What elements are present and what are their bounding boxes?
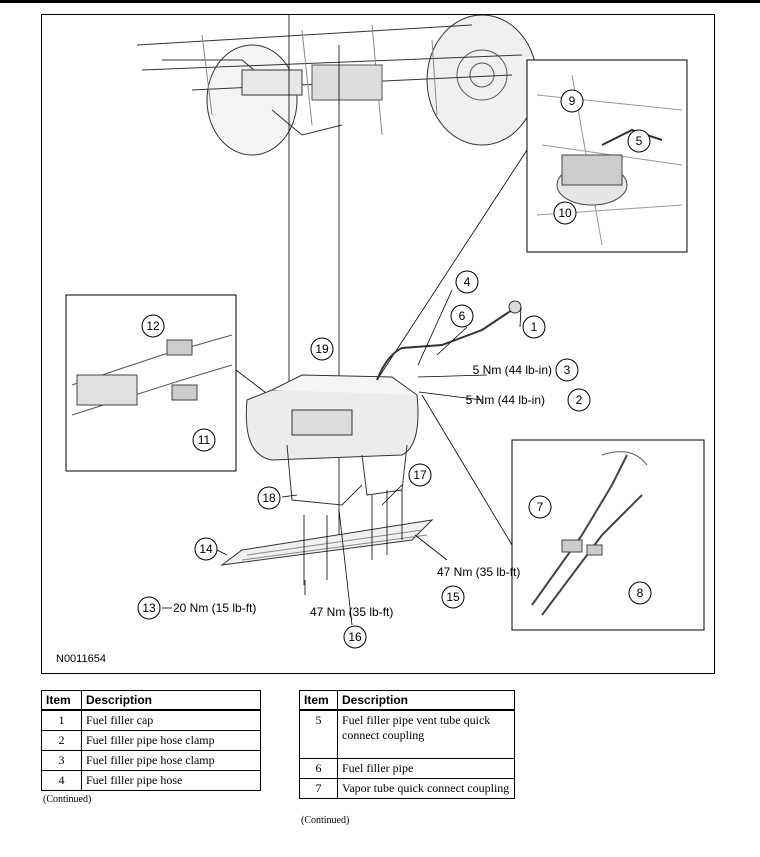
callout-5: 5	[627, 129, 651, 153]
callout-2: 2	[567, 388, 591, 412]
callout-12: 12	[141, 314, 165, 338]
callout-11: 11	[192, 428, 216, 452]
diagram-drawing: 1 2 3 4 5 6 7 8 9 10 11 12 13 14 15 16 1…	[65, 15, 705, 649]
item-description: Fuel filler pipe	[337, 757, 515, 779]
table-header-row: Item Description	[41, 690, 261, 711]
callout-18-label: 18	[262, 491, 276, 505]
callout-7-label: 7	[537, 500, 544, 514]
item-description: Fuel filler cap	[81, 709, 261, 731]
callout-10-label: 10	[558, 206, 572, 220]
callout-9-label: 9	[569, 94, 576, 108]
callout-18: 18	[257, 486, 281, 510]
column-header-item: Item	[299, 690, 338, 711]
callout-1: 1	[522, 315, 546, 339]
torque-label-15: 47 Nm (35 lb-ft)	[437, 565, 520, 579]
torque-label-16: 47 Nm (35 lb-ft)	[310, 605, 393, 619]
callout-17: 17	[408, 463, 432, 487]
table-row: 1 Fuel filler cap	[41, 709, 261, 731]
callout-14-label: 14	[199, 542, 213, 556]
table-row: 3 Fuel filler pipe hose clamp	[41, 750, 261, 771]
item-number: 4	[41, 770, 82, 791]
callout-5-label: 5	[636, 134, 643, 148]
filler-pipe-illustration	[376, 300, 522, 381]
table-row: 2 Fuel filler pipe hose clamp	[41, 730, 261, 751]
table-row: 6 Fuel filler pipe	[299, 757, 515, 779]
table-row: 5 Fuel filler pipe vent tube quick conne…	[299, 709, 515, 759]
callout-11-label: 11	[198, 433, 211, 447]
callout-19: 19	[310, 337, 334, 361]
detail-inset-vent	[526, 59, 688, 253]
item-number: 2	[41, 730, 82, 751]
item-description: Fuel filler pipe hose clamp	[81, 730, 261, 751]
fuel-tank-illustration	[245, 374, 419, 506]
item-number: 1	[41, 709, 82, 731]
fuel-tank-exploded-diagram: 1 2 3 4 5 6 7 8 9 10 11 12 13 14 15 16 1…	[41, 14, 715, 674]
callout-17-label: 17	[413, 468, 427, 482]
callout-14: 14	[194, 537, 218, 561]
callout-3-label: 3	[564, 363, 571, 377]
item-number: 3	[41, 750, 82, 771]
item-number: 6	[299, 757, 338, 779]
column-header-description: Description	[337, 690, 515, 711]
column-header-item: Item	[41, 690, 82, 711]
column-header-description: Description	[81, 690, 261, 711]
callout-15: 15	[441, 585, 465, 609]
callout-16: 16	[343, 625, 367, 649]
callout-13-label: 13	[142, 601, 156, 615]
callout-3: 3	[555, 358, 579, 382]
callout-16-label: 16	[348, 630, 362, 644]
callout-19-label: 19	[315, 342, 329, 356]
callout-1-label: 1	[531, 320, 538, 334]
table-row: 4 Fuel filler pipe hose	[41, 770, 261, 791]
table-header-row: Item Description	[299, 690, 515, 711]
callout-10: 10	[553, 201, 577, 225]
callout-6-label: 6	[459, 309, 466, 323]
callout-9: 9	[560, 89, 584, 113]
item-description: Fuel filler pipe hose clamp	[81, 750, 261, 771]
item-description: Fuel filler pipe hose	[81, 770, 261, 791]
callout-15-label: 15	[446, 590, 460, 604]
parts-table-right: Item Description 5 Fuel filler pipe vent…	[299, 690, 515, 799]
callout-12-label: 12	[146, 319, 160, 333]
continued-note-left: (Continued)	[43, 794, 92, 805]
detail-inset-vapor-tube	[511, 439, 705, 631]
callout-8-label: 8	[637, 586, 644, 600]
page-top-rule	[0, 0, 760, 3]
table-row: 7 Vapor tube quick connect coupling	[299, 777, 515, 799]
item-description: Fuel filler pipe vent tube quick connect…	[337, 709, 515, 759]
continued-note-right: (Continued)	[301, 815, 350, 826]
parts-table-left: Item Description 1 Fuel filler cap 2 Fue…	[41, 690, 261, 791]
figure-id: N0011654	[56, 653, 106, 665]
item-number: 7	[299, 777, 338, 799]
item-number: 5	[299, 709, 338, 759]
torque-label-13: 20 Nm (15 lb-ft)	[173, 601, 256, 615]
torque-label-3: 5 Nm (44 lb-in)	[473, 363, 552, 377]
callout-2-label: 2	[576, 393, 583, 407]
callout-8: 8	[628, 581, 652, 605]
callout-13: 13	[137, 596, 161, 620]
torque-label-2: 5 Nm (44 lb-in)	[466, 393, 545, 407]
callout-4: 4	[455, 270, 479, 294]
vehicle-underbody-illustration	[136, 15, 538, 156]
callout-4-label: 4	[464, 275, 471, 289]
callout-7: 7	[528, 495, 552, 519]
callout-6: 6	[450, 304, 474, 328]
item-description: Vapor tube quick connect coupling	[337, 777, 515, 799]
